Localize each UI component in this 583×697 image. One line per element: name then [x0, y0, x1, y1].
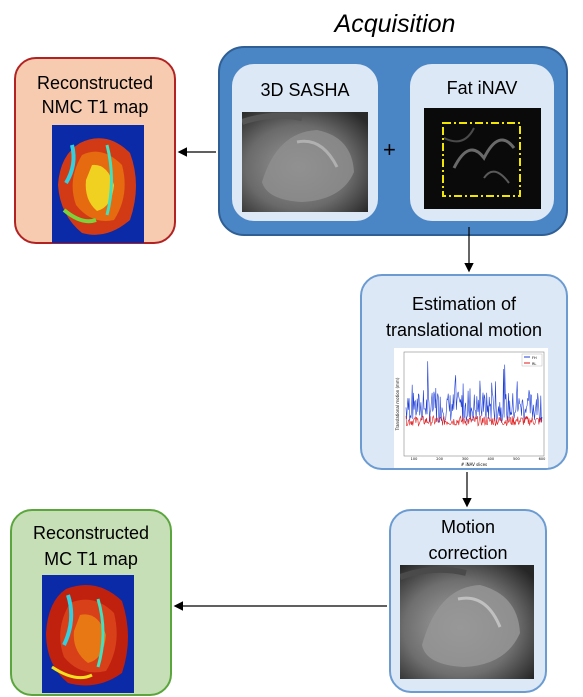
legend-rl-label: RL [532, 362, 536, 366]
fat-inav-panel: Fat iNAV [410, 64, 554, 221]
x-tick-label: 100 [411, 457, 418, 461]
acquisition-title: Acquisition [334, 10, 456, 38]
motion-correction-line2: correction [428, 543, 508, 563]
x-tick-label: 300 [462, 457, 469, 461]
fat-inav-image [424, 108, 541, 209]
motion-correction-line1: Motion [440, 517, 496, 537]
motion-chart-svg: 100 200 300 400 500 600 FH RL # iNAV slices T… [395, 351, 546, 467]
sasha-panel: 3D SASHA [232, 64, 378, 221]
motion-correction-card: Motion correction [389, 509, 547, 693]
mc-label-line2: MC T1 map [44, 549, 138, 569]
fov-box [442, 122, 521, 197]
x-tick-label: 500 [513, 457, 520, 461]
x-tick-label: 400 [487, 457, 494, 461]
nmc-label-line1: Reconstructed [36, 73, 154, 93]
plus-sign: + [383, 137, 396, 162]
nmc-label-line2: NMC T1 map [41, 97, 149, 117]
estimation-label-line2: translational motion [385, 320, 543, 340]
y-axis-label: Translational motion (mm) [395, 377, 400, 431]
nmc-t1-map-card: Reconstructed NMC T1 map [14, 57, 176, 244]
fat-inav-label: Fat iNAV [446, 78, 518, 98]
motion-plot: 100 200 300 400 500 600 FH RL # iNAV slices T… [394, 348, 548, 468]
x-tick-label: 600 [539, 457, 546, 461]
x-axis-label: # iNAV slices [461, 462, 487, 467]
motion-corrected-image [400, 565, 534, 679]
sasha-label: 3D SASHA [260, 80, 350, 100]
sasha-mri-image [242, 112, 368, 212]
estimation-card: Estimation of translational motion 100 20… [360, 274, 568, 470]
x-tick-label: 200 [436, 457, 443, 461]
mc-label-line1: Reconstructed [32, 523, 150, 543]
series-line-fh [405, 361, 543, 423]
mc-t1-map-image [42, 575, 134, 693]
nmc-t1-map-image [52, 125, 144, 243]
legend-fh-label: FH [532, 356, 537, 360]
estimation-label-line1: Estimation of [411, 294, 517, 314]
mc-t1-map-card: Reconstructed MC T1 map [10, 509, 172, 696]
series-line-rl [405, 415, 543, 427]
